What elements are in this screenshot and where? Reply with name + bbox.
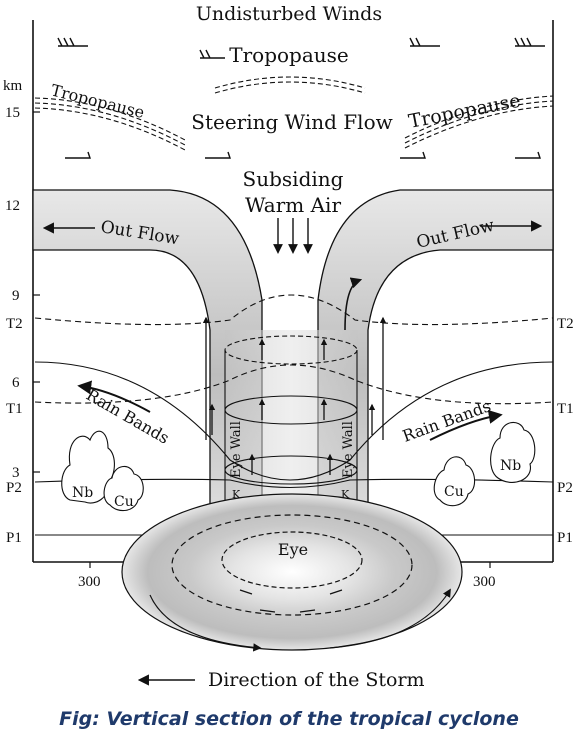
eye-wall-left-label: Eye Wall xyxy=(229,421,244,478)
level-P2-left: P2 xyxy=(6,480,22,496)
cloud-icon xyxy=(61,421,536,512)
axis-tick-12: 12 xyxy=(5,198,20,214)
level-T1-right: T1 xyxy=(557,401,574,417)
rain-bands-right-label: Rain Bands xyxy=(400,396,493,445)
axis-tick-15: 15 xyxy=(5,105,20,121)
level-P1-right: P1 xyxy=(557,530,573,546)
axis-tick-6: 6 xyxy=(12,375,20,391)
warm-air-label: Warm Air xyxy=(245,193,341,217)
level-T2-left: T2 xyxy=(6,316,23,332)
cu-right-label: Cu xyxy=(444,484,464,500)
axis-tick-9: 9 xyxy=(12,288,20,304)
k-right-label: K xyxy=(341,488,350,501)
rising-arrows xyxy=(202,316,387,475)
level-T1-left: T1 xyxy=(6,401,23,417)
tropopause-right-label: Tropopause xyxy=(407,90,523,133)
steering-wind-flow-label: Steering Wind Flow xyxy=(191,110,392,134)
subsiding-arrows xyxy=(273,218,313,254)
axis-tick-3: 3 xyxy=(12,465,20,481)
eye-label: Eye xyxy=(278,540,308,559)
eye-wall-right-label: Eye Wall xyxy=(341,421,356,478)
rain-band-arrows xyxy=(77,380,503,441)
tropopause-left-label: Tropopause xyxy=(49,80,146,122)
level-T2-right: T2 xyxy=(557,316,574,332)
nb-left-label: Nb xyxy=(72,485,93,501)
tropopause-lines xyxy=(34,76,554,151)
cu-left-label: Cu xyxy=(114,494,134,510)
distance-300-right: 300 xyxy=(473,574,496,590)
axis-unit-km: km xyxy=(3,78,23,94)
k-left-label: K xyxy=(232,488,241,501)
tropopause-top-label: Tropopause xyxy=(229,43,349,67)
level-P2-right: P2 xyxy=(557,480,573,496)
subsiding-label: Subsiding xyxy=(243,167,344,191)
vortex-disk xyxy=(121,493,463,651)
direction-label: Direction of the Storm xyxy=(208,669,425,691)
vortex-spirals xyxy=(149,514,451,652)
outflow-arrows xyxy=(42,220,543,331)
distance-300-left: 300 xyxy=(78,574,101,590)
undisturbed-winds-label: Undisturbed Winds xyxy=(196,3,382,25)
wind-barb-icon xyxy=(57,37,545,159)
nb-right-label: Nb xyxy=(500,458,521,474)
level-P1-left: P1 xyxy=(6,530,22,546)
figure-caption: Fig: Vertical section of the tropical cy… xyxy=(59,708,519,730)
